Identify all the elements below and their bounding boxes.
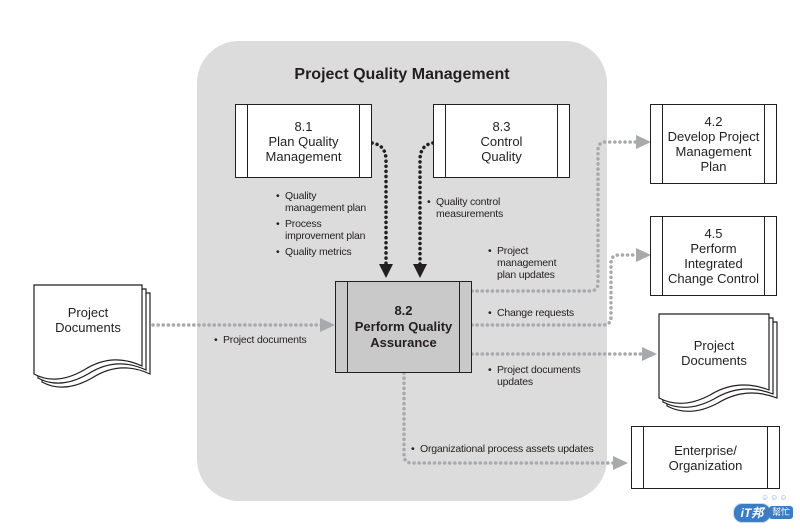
process-8-1-plan-quality-management[interactable]: 8.1 Plan Quality Management [235, 104, 372, 178]
watermark-people-icon: ☺☺☺ [761, 493, 789, 502]
flow-label-item: Process improvement plan [276, 218, 376, 242]
process-name-line2: Assurance [370, 335, 437, 350]
process-name-line2: Management [675, 144, 752, 159]
arrowhead-to-project-documents [642, 347, 657, 361]
enterprise-name-line1: Enterprise/ [674, 442, 737, 458]
flow-label-item: Project documents updates [488, 364, 588, 388]
label-to-pm-plan: Project management plan updates [488, 245, 568, 285]
label-input-project-documents: Project documents [214, 334, 324, 350]
flow-arrow-to-enterprise [402, 371, 615, 465]
process-8-2-perform-quality-assurance[interactable]: 8.2 Perform Quality Assurance [335, 281, 472, 373]
process-name-line2: Integrated [684, 256, 743, 271]
process-4-5-perform-integrated-change-control[interactable]: 4.5 Perform Integrated Change Control [650, 216, 777, 296]
output-project-documents[interactable]: Project Documents [659, 338, 769, 368]
flow-label-item: Quality control measurements [427, 196, 517, 220]
arrowhead-input-docs [320, 318, 335, 332]
watermark-sub-badge: 幫忙 [769, 506, 793, 519]
process-name-line1: Develop Project [667, 129, 760, 144]
flow-label-item: Quality management plan [276, 190, 376, 214]
label-to-project-documents: Project documents updates [488, 364, 588, 392]
process-4-2-develop-project-management-plan[interactable]: 4.2 Develop Project Management Plan [650, 104, 777, 184]
process-bar-left [651, 217, 663, 295]
process-number: 4.5 [704, 226, 723, 241]
process-name-line1: Plan Quality [268, 133, 339, 149]
process-number: 8.1 [294, 118, 313, 134]
label-to-enterprise: Organizational process assets updates [411, 443, 611, 459]
enterprise-name-line2: Organization [668, 457, 743, 473]
process-name-line1: Control [480, 133, 523, 149]
process-bar-left [236, 105, 248, 177]
document-line1: Project [693, 338, 735, 353]
arrowhead-8-1-to-8-2 [379, 264, 393, 278]
arrowhead-to-4-5 [636, 248, 651, 262]
enterprise-organization-box[interactable]: Enterprise/ Organization [631, 426, 780, 489]
process-name-line2: Management [265, 148, 342, 164]
process-bar-right [359, 105, 371, 177]
process-8-3-control-quality[interactable]: 8.3 Control Quality [433, 104, 570, 178]
process-bar-left [434, 105, 446, 177]
arrowhead-8-3-to-8-2 [413, 264, 427, 278]
flow-arrow-to-4-2 [470, 140, 638, 293]
watermark-main-badge: iT邦 [733, 503, 771, 523]
process-bar-left [632, 427, 644, 488]
process-bar-right [764, 217, 776, 295]
process-number: 4.2 [704, 114, 723, 129]
flow-label-item: Project documents [214, 334, 324, 346]
document-stack-output-shape [658, 313, 778, 412]
process-name-line3: Plan [700, 159, 727, 174]
flow-arrow-8-1-to-8-2 [370, 141, 388, 268]
labels-from-plan-quality: Quality management plan Process improvem… [276, 190, 376, 262]
watermark-logo: ☺☺☺ iT邦 幫忙 [733, 493, 795, 523]
flow-arrow-to-4-5 [470, 253, 638, 327]
flow-label-item: Project management plan updates [488, 245, 568, 281]
process-name-line2: Quality [481, 148, 522, 164]
input-project-documents[interactable]: Project Documents [34, 305, 142, 335]
flow-label-item: Organizational process assets updates [411, 443, 611, 455]
labels-from-control-quality: Quality control measurements [427, 196, 517, 224]
process-bar-right [764, 105, 776, 183]
process-bar-right [459, 282, 471, 372]
document-line1: Project [67, 305, 109, 320]
process-number: 8.2 [394, 303, 413, 318]
process-name-line3: Change Control [667, 271, 760, 286]
arrowhead-to-enterprise [613, 456, 628, 470]
process-bar-right [767, 427, 779, 488]
arrowhead-to-4-2 [636, 135, 651, 149]
process-bar-left [651, 105, 663, 183]
process-name-line1: Perform [690, 241, 737, 256]
process-bar-right [557, 105, 569, 177]
process-name-line1: Perform Quality [354, 319, 453, 334]
document-stack-input-shape [33, 284, 151, 388]
document-line2: Documents [681, 353, 747, 368]
process-bar-left [336, 282, 348, 372]
document-line2: Documents [55, 320, 121, 335]
label-to-change-control: Change requests [488, 307, 588, 323]
flow-label-item: Change requests [488, 307, 588, 319]
process-number: 8.3 [492, 118, 511, 134]
diagram-title: Project Quality Management [294, 66, 510, 83]
flow-label-item: Quality metrics [276, 246, 376, 258]
